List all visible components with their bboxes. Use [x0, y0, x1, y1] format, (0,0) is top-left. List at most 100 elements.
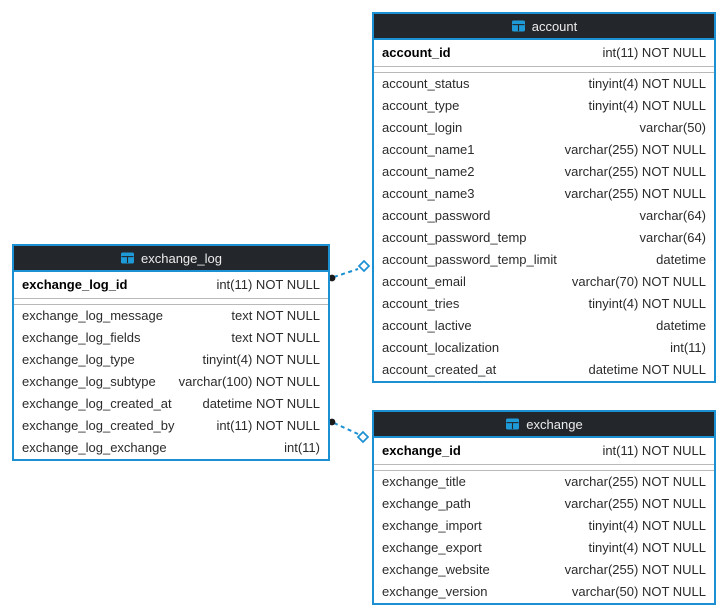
pk-column-name: account_id — [382, 45, 451, 60]
column-type: varchar(255) NOT NULL — [564, 142, 706, 157]
column-name: account_login — [382, 120, 463, 135]
table-exchange[interactable]: exchange exchange_id int(11) NOT NULL ex… — [372, 410, 716, 605]
column-row: account_name1 varchar(255) NOT NULL — [374, 139, 714, 161]
section-divider — [14, 299, 328, 305]
column-type: datetime NOT NULL — [588, 362, 706, 377]
pk-column-name: exchange_id — [382, 443, 461, 458]
column-name: account_status — [382, 76, 470, 91]
column-type: varchar(70) NOT NULL — [571, 274, 706, 289]
column-row: exchange_export tinyint(4) NOT NULL — [374, 537, 714, 559]
column-row: exchange_log_exchange int(11) — [14, 437, 328, 459]
column-type: tinyint(4) NOT NULL — [588, 98, 706, 113]
section-divider — [374, 465, 714, 471]
column-name: account_password_temp_limit — [382, 252, 557, 267]
column-row: exchange_log_message text NOT NULL — [14, 305, 328, 327]
relation-diamond-marker — [357, 259, 371, 273]
column-type: datetime — [656, 318, 706, 333]
column-type: int(11) — [284, 440, 320, 455]
column-name: account_lactive — [382, 318, 472, 333]
column-name: account_password — [382, 208, 491, 223]
column-row: account_tries tinyint(4) NOT NULL — [374, 293, 714, 315]
column-row: exchange_log_created_at datetime NOT NUL… — [14, 393, 328, 415]
column-name: exchange_export — [382, 540, 482, 555]
column-row: account_type tinyint(4) NOT NULL — [374, 95, 714, 117]
pk-column-type: int(11) NOT NULL — [602, 443, 706, 458]
relation-exchange-log-account — [328, 259, 371, 282]
table-title: exchange_log — [141, 250, 222, 266]
column-row: account_password varchar(64) — [374, 205, 714, 227]
column-row: account_name3 varchar(255) NOT NULL — [374, 183, 714, 205]
column-type: datetime NOT NULL — [202, 396, 320, 411]
column-row: exchange_path varchar(255) NOT NULL — [374, 493, 714, 515]
column-type: varchar(255) NOT NULL — [564, 496, 706, 511]
column-type: text NOT NULL — [231, 330, 320, 345]
pk-row: exchange_id int(11) NOT NULL — [374, 438, 714, 465]
column-type: varchar(255) NOT NULL — [564, 474, 706, 489]
column-type: tinyint(4) NOT NULL — [588, 518, 706, 533]
column-row: exchange_website varchar(255) NOT NULL — [374, 559, 714, 581]
column-name: account_name3 — [382, 186, 475, 201]
section-divider — [374, 67, 714, 73]
column-type: tinyint(4) NOT NULL — [202, 352, 320, 367]
column-row: exchange_log_type tinyint(4) NOT NULL — [14, 349, 328, 371]
column-type: varchar(255) NOT NULL — [564, 164, 706, 179]
table-title: account — [531, 18, 578, 34]
column-type: tinyint(4) NOT NULL — [588, 540, 706, 555]
relation-diamond-marker — [356, 430, 370, 444]
column-name: account_name2 — [382, 164, 475, 179]
column-row: account_password_temp_limit datetime — [374, 249, 714, 271]
column-name: exchange_website — [382, 562, 490, 577]
column-name: exchange_log_fields — [22, 330, 141, 345]
column-name: exchange_path — [382, 496, 471, 511]
column-type: varchar(255) NOT NULL — [564, 186, 706, 201]
column-name: account_type — [382, 98, 460, 113]
column-type: datetime — [656, 252, 706, 267]
table-account[interactable]: account account_id int(11) NOT NULL acco… — [372, 12, 716, 383]
column-row: exchange_title varchar(255) NOT NULL — [374, 471, 714, 493]
column-list: exchange_log_message text NOT NULL excha… — [14, 305, 328, 459]
column-row: account_localization int(11) — [374, 337, 714, 359]
relation-exchange-log-exchange — [328, 418, 370, 444]
table-exchange-log[interactable]: exchange_log exchange_log_id int(11) NOT… — [12, 244, 330, 461]
column-name: exchange_log_subtype — [22, 374, 156, 389]
column-name: account_password_temp — [382, 230, 527, 245]
column-name: exchange_log_created_at — [22, 396, 172, 411]
pk-column-type: int(11) NOT NULL — [216, 277, 320, 292]
column-type: text NOT NULL — [231, 308, 320, 323]
table-icon — [505, 418, 520, 430]
column-row: exchange_version varchar(50) NOT NULL — [374, 581, 714, 603]
column-name: account_created_at — [382, 362, 497, 377]
column-name: exchange_version — [382, 584, 488, 599]
pk-row: account_id int(11) NOT NULL — [374, 40, 714, 67]
table-icon — [120, 252, 135, 264]
column-row: account_status tinyint(4) NOT NULL — [374, 73, 714, 95]
column-type: varchar(255) NOT NULL — [564, 562, 706, 577]
column-name: exchange_log_type — [22, 352, 135, 367]
column-row: account_login varchar(50) — [374, 117, 714, 139]
column-name: account_name1 — [382, 142, 475, 157]
column-name: account_localization — [382, 340, 500, 355]
column-row: account_created_at datetime NOT NULL — [374, 359, 714, 381]
pk-row: exchange_log_id int(11) NOT NULL — [14, 272, 328, 299]
pk-column-name: exchange_log_id — [22, 277, 128, 292]
column-type: varchar(50) — [639, 120, 706, 135]
column-row: exchange_log_fields text NOT NULL — [14, 327, 328, 349]
column-type: varchar(100) NOT NULL — [178, 374, 320, 389]
column-type: tinyint(4) NOT NULL — [588, 76, 706, 91]
column-list: exchange_title varchar(255) NOT NULL exc… — [374, 471, 714, 603]
column-name: exchange_log_message — [22, 308, 163, 323]
column-type: varchar(64) — [639, 208, 706, 223]
column-type: int(11) NOT NULL — [216, 418, 320, 433]
column-name: exchange_log_created_by — [22, 418, 175, 433]
column-name: account_email — [382, 274, 466, 289]
column-type: tinyint(4) NOT NULL — [588, 296, 706, 311]
table-header[interactable]: exchange — [374, 412, 714, 438]
column-row: account_lactive datetime — [374, 315, 714, 337]
column-list: account_status tinyint(4) NOT NULL accou… — [374, 73, 714, 381]
table-title: exchange — [526, 416, 583, 432]
table-header[interactable]: account — [374, 14, 714, 40]
table-icon — [511, 20, 526, 32]
table-header[interactable]: exchange_log — [14, 246, 328, 272]
column-name: account_tries — [382, 296, 460, 311]
column-row: account_password_temp varchar(64) — [374, 227, 714, 249]
